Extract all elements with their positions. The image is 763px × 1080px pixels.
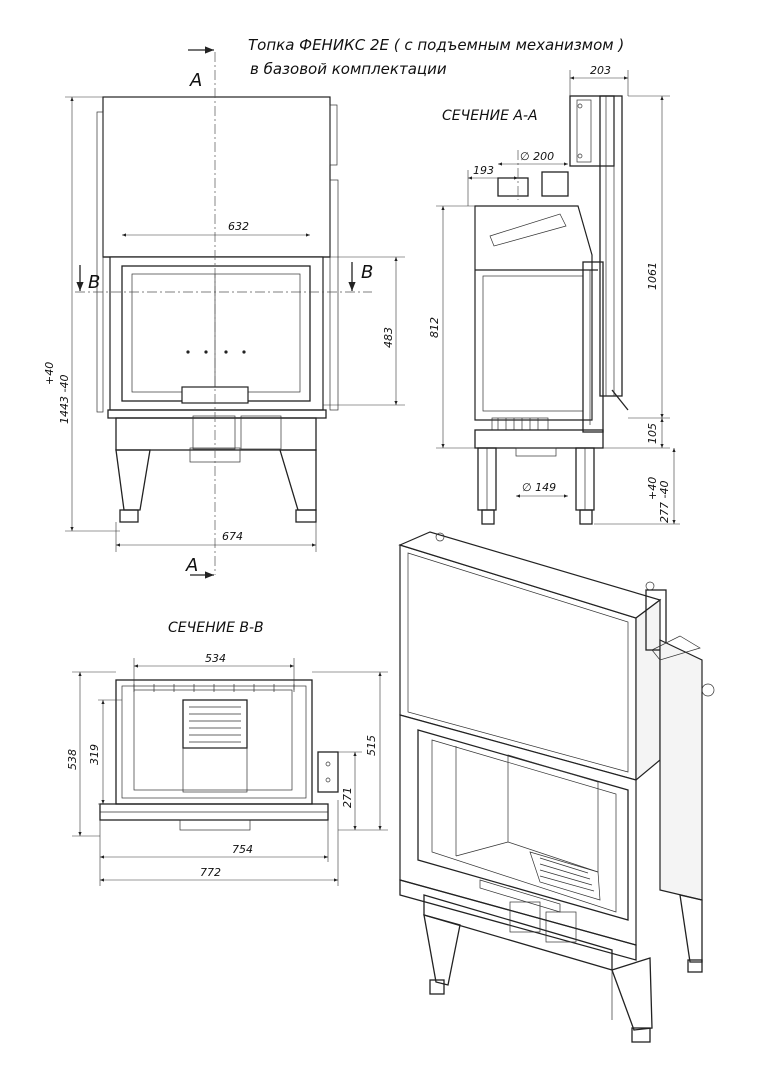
svg-text:1443 -40: 1443 -40 — [58, 375, 71, 424]
dim-105: 105 — [603, 418, 670, 449]
svg-text:515: 515 — [365, 735, 378, 756]
svg-text:А: А — [185, 555, 198, 576]
svg-text:538: 538 — [66, 749, 79, 770]
dim-1061: 1061 — [628, 95, 670, 419]
section-aa-view — [474, 95, 629, 525]
dim-483: 483 — [323, 256, 405, 406]
svg-text:772: 772 — [200, 866, 221, 879]
svg-text:В: В — [361, 262, 373, 283]
svg-text:+40: +40 — [646, 477, 659, 500]
dim-319: 319 — [88, 699, 122, 805]
section-aa-title: СЕЧЕНИЕ А-А — [442, 108, 538, 124]
svg-text:319: 319 — [88, 744, 101, 765]
title-line-1: Топка ФЕНИКС 2Е ( с подъемным механизмом… — [248, 36, 624, 54]
cut-marker-b-left: В — [76, 265, 100, 293]
svg-text:632: 632 — [228, 220, 249, 233]
svg-text:∅ 200: ∅ 200 — [520, 150, 554, 163]
cut-marker-b-right: В — [348, 262, 373, 291]
dim-754: 754 — [99, 820, 329, 862]
dim-277: 277 -40 +40 — [594, 448, 680, 525]
dim-534: 534 — [133, 652, 295, 690]
dim-772: 772 — [99, 800, 339, 886]
svg-text:754: 754 — [232, 843, 253, 856]
svg-text:812: 812 — [428, 317, 441, 338]
svg-text:483: 483 — [382, 327, 395, 348]
svg-text:534: 534 — [205, 652, 226, 665]
svg-text:203: 203 — [590, 64, 611, 77]
title-line-2: в базовой комплектации — [250, 60, 447, 78]
svg-text:1061: 1061 — [646, 262, 659, 290]
dim-271: 271 — [338, 751, 362, 830]
svg-text:+40: +40 — [43, 362, 56, 385]
svg-text:193: 193 — [473, 164, 494, 177]
svg-text:105: 105 — [646, 423, 659, 444]
dim-diam-200: ∅ 200 — [498, 150, 568, 166]
svg-text:∅ 149: ∅ 149 — [522, 481, 556, 494]
dim-203: 203 — [569, 64, 629, 96]
cut-marker-a-top: А — [188, 46, 214, 91]
dim-632: 632 — [122, 220, 310, 237]
dim-538: 538 — [66, 671, 116, 837]
dim-812: 812 — [428, 205, 475, 449]
section-bb-view — [99, 679, 339, 831]
dim-diam-149: ∅ 149 — [516, 481, 568, 498]
section-bb-title: СЕЧЕНИЕ В-В — [168, 620, 264, 636]
dim-515: 515 — [312, 671, 388, 831]
svg-text:277 -40: 277 -40 — [658, 481, 671, 523]
svg-text:271: 271 — [341, 787, 354, 808]
front-view — [75, 52, 372, 575]
svg-text:А: А — [189, 70, 202, 91]
dim-674: 674 — [115, 522, 317, 552]
svg-text:674: 674 — [222, 530, 243, 543]
front-hood — [102, 96, 331, 258]
cut-marker-a-bottom: А — [185, 555, 214, 579]
dim-1443: 1443 -40 +40 — [43, 96, 120, 532]
dim-193: 193 — [467, 164, 518, 206]
svg-text:В: В — [88, 272, 100, 293]
isometric-view — [398, 531, 715, 1043]
